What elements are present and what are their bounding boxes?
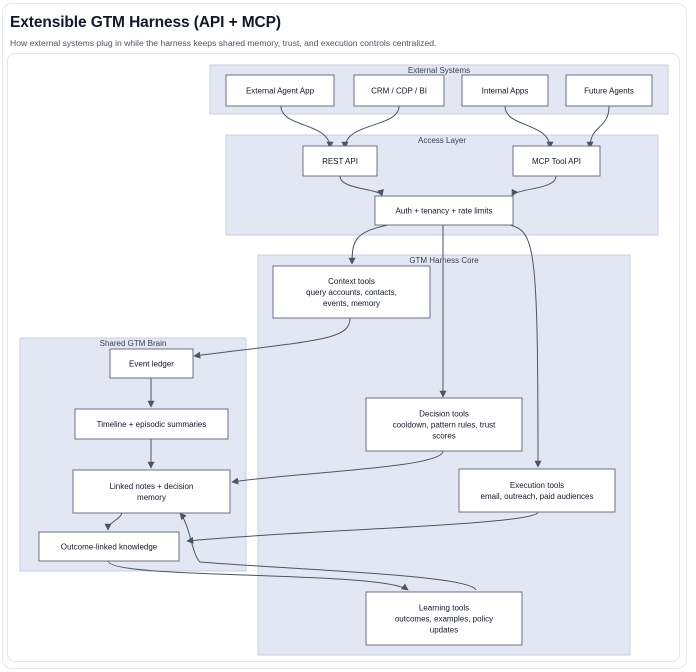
node-rest-api: REST API (302, 145, 378, 177)
edge-rest-to-auth (339, 175, 384, 197)
edge-outcome-to-learning (107, 560, 409, 591)
node-box (374, 195, 514, 226)
cluster-core (257, 254, 631, 656)
edge-linked-notes-to-outcome (104, 512, 123, 531)
node-box (365, 591, 523, 646)
node-internal-apps: Internal Apps (461, 74, 549, 107)
edge-auth-to-context (348, 224, 389, 265)
page-subtitle: How external systems plug in while the h… (10, 38, 437, 48)
cluster-label-access: Access Layer (418, 136, 466, 145)
node-box (565, 74, 653, 107)
node-text-line: updates (430, 626, 458, 635)
page-title: Extensible GTM Harness (API + MCP) (10, 14, 281, 31)
node-context-tools: Context tools query accounts, contacts, ev… (272, 265, 431, 319)
node-text-line: memory (137, 493, 166, 502)
node-text-line: Future Agents (584, 87, 634, 96)
node-box (38, 531, 180, 562)
cluster-label-external: External Systems (408, 66, 470, 75)
node-box (512, 145, 601, 177)
node-text-line: Context tools (328, 277, 375, 286)
node-box (353, 74, 445, 107)
node-box (74, 408, 229, 440)
node-external-agent-app: External Agent App (225, 74, 335, 107)
node-box (458, 468, 616, 513)
edge-internal-apps-to-mcp (504, 105, 554, 149)
node-text-line: Outcome-linked knowledge (61, 543, 158, 552)
node-text-line: Internal Apps (482, 87, 529, 96)
edge-future-agents-to-mcp (586, 105, 610, 149)
node-text-line: email, outreach, paid audiences (481, 492, 594, 501)
edge-decision-to-linked-notes (231, 450, 444, 485)
node-text-line: Execution tools (510, 481, 564, 490)
node-text-line: Decision tools (419, 410, 469, 419)
node-future-agents: Future Agents (565, 74, 653, 107)
cluster-label-core: GTM Harness Core (409, 256, 479, 265)
node-text-line: Event ledger (129, 360, 174, 369)
node-text-line: CRM / CDP / BI (371, 87, 427, 96)
node-box (109, 348, 194, 379)
node-auth: Auth + tenancy + rate limits (374, 195, 514, 226)
node-box (272, 265, 431, 319)
cluster-label-brain: Shared GTM Brain (100, 339, 167, 348)
node-learning-tools: Learning tools outcomes, examples, policy… (365, 591, 523, 646)
node-text-line: Linked notes + decision (110, 482, 194, 491)
node-box (365, 397, 523, 452)
edge-execution-to-outcome (186, 511, 539, 544)
node-decision-tools: Decision tools cooldown, pattern rules, t… (365, 397, 523, 452)
node-text-line: Learning tools (419, 604, 469, 613)
node-text-line: MCP Tool API (532, 157, 581, 166)
node-text-line: query accounts, contacts, (306, 288, 397, 297)
node-event-ledger: Event ledger (109, 348, 194, 379)
node-text-line: scores (432, 432, 456, 441)
edge-learning-to-linked-notes (179, 512, 477, 591)
node-text-line: outcomes, examples, policy (395, 615, 493, 624)
card-border (2, 3, 687, 669)
node-text-line: Timeline + episodic summaries (97, 420, 207, 429)
node-box (461, 74, 549, 107)
node-text-line: events, memory (323, 299, 380, 308)
node-linked-notes: Linked notes + decision memory (72, 469, 231, 514)
edge-crm-to-rest (341, 105, 400, 149)
node-mcp-tool-api: MCP Tool API (512, 145, 601, 177)
node-timeline: Timeline + episodic summaries (74, 408, 229, 440)
node-outcome-knowledge: Outcome-linked knowledge (38, 531, 180, 562)
node-text-line: cooldown, pattern rules, trust (393, 421, 496, 430)
node-box (72, 469, 231, 514)
edge-external-agent-to-rest (280, 105, 334, 149)
node-text-line: External Agent App (246, 87, 315, 96)
node-box (225, 74, 335, 107)
edge-mcp-to-auth (511, 175, 557, 197)
node-crm-cdp-bi: CRM / CDP / BI (353, 74, 445, 107)
edge-auth-to-execution (509, 224, 542, 468)
node-text-line: Auth + tenancy + rate limits (396, 207, 493, 216)
node-box (302, 145, 378, 177)
node-text-line: REST API (322, 157, 358, 166)
node-execution-tools: Execution tools email, outreach, paid aud… (458, 468, 616, 513)
edge-context-to-event-ledger (193, 317, 351, 359)
